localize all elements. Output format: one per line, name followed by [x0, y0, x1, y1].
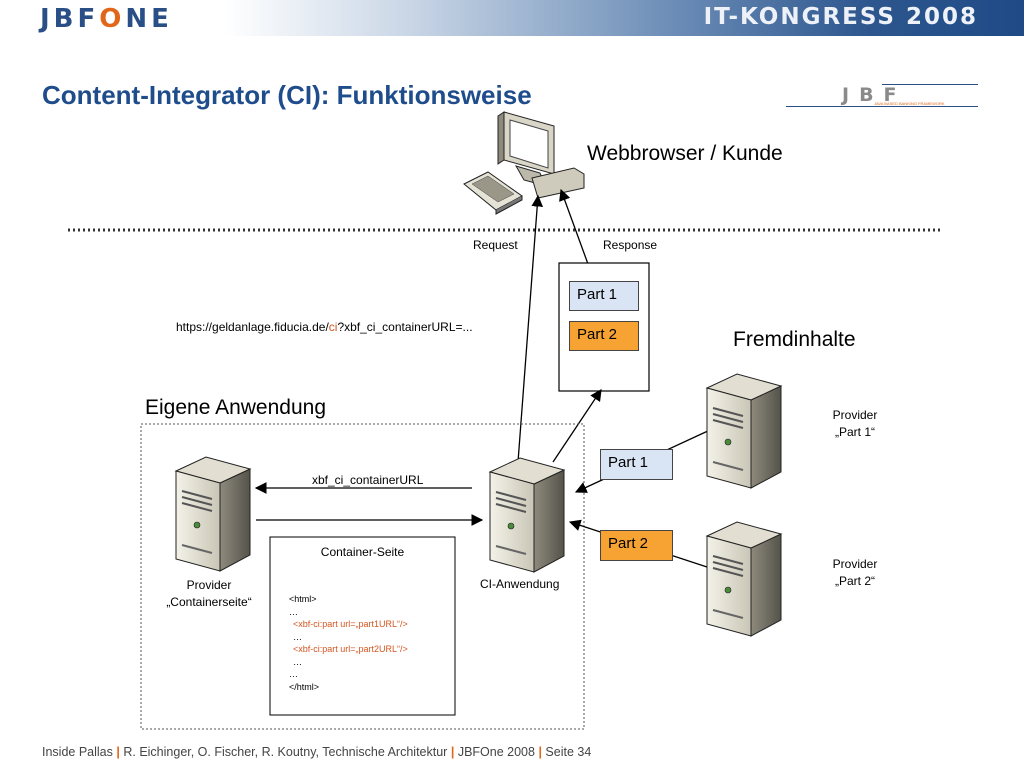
ci-part1: Part 1 — [600, 449, 673, 480]
container-code: <html> … <xbf-ci:part url=„part1URL“/> …… — [289, 593, 408, 693]
ci-anwendung-server-icon — [489, 457, 565, 573]
request-label: Request — [473, 238, 518, 252]
eigene-anwendung-label: Eigene Anwendung — [145, 396, 326, 419]
ci-response-arrow — [552, 389, 602, 463]
congress-title: IT-KONGRESS 2008 — [703, 4, 978, 30]
slide-title: Content-Integrator (CI): Funktionsweise — [42, 80, 532, 110]
code-line: … — [289, 606, 298, 617]
provider-part2-server-icon — [706, 521, 782, 637]
footer: Inside Pallas | R. Eichinger, O. Fischer… — [42, 745, 592, 759]
response-arrow — [559, 188, 589, 265]
container-seite-box — [269, 536, 456, 716]
response-part2: Part 2 — [569, 321, 639, 351]
url-label: https://geldanlage.fiducia.de/ci?xbf_ci_… — [176, 320, 473, 334]
code-line: … — [289, 669, 298, 679]
code-line: <xbf-ci:part url=„part1URL“/> — [293, 619, 408, 629]
code-line: <xbf-ci:part url=„part2URL“/> — [293, 644, 408, 654]
header-band — [0, 0, 1024, 36]
provider-container-server-icon — [175, 456, 251, 572]
code-line: </html> — [289, 681, 320, 692]
provider-part2-label: Provider„Part 2“ — [832, 557, 878, 588]
request-arrow — [517, 194, 544, 463]
provider-part1-server-icon — [706, 373, 782, 489]
ci-anwendung-label: CI-Anwendung — [480, 577, 560, 591]
response-part1: Part 1 — [569, 281, 639, 311]
jbf-small-logo: JBF JAVA BASED BANKING FRAMEWORK — [786, 84, 978, 110]
ci-part2: Part 2 — [600, 530, 673, 561]
fremdinhalte-label: Fremdinhalte — [733, 328, 856, 351]
jbfone-logo: JBFONE — [40, 4, 173, 34]
provider-part1-label: Provider„Part 1“ — [832, 408, 878, 439]
provider-container-label: Provider„Containerseite“ — [166, 578, 252, 609]
code-line: … — [293, 656, 302, 667]
container-url-label: xbf_ci_containerURL — [312, 473, 424, 487]
webbrowser-label: Webbrowser / Kunde — [587, 142, 783, 165]
code-line: <html> — [289, 594, 317, 604]
eigene-anwendung-box — [140, 423, 585, 730]
code-line: … — [293, 631, 302, 642]
container-seite-label: Container-Seite — [320, 545, 405, 559]
response-label: Response — [603, 238, 658, 252]
computer-icon — [463, 111, 585, 215]
